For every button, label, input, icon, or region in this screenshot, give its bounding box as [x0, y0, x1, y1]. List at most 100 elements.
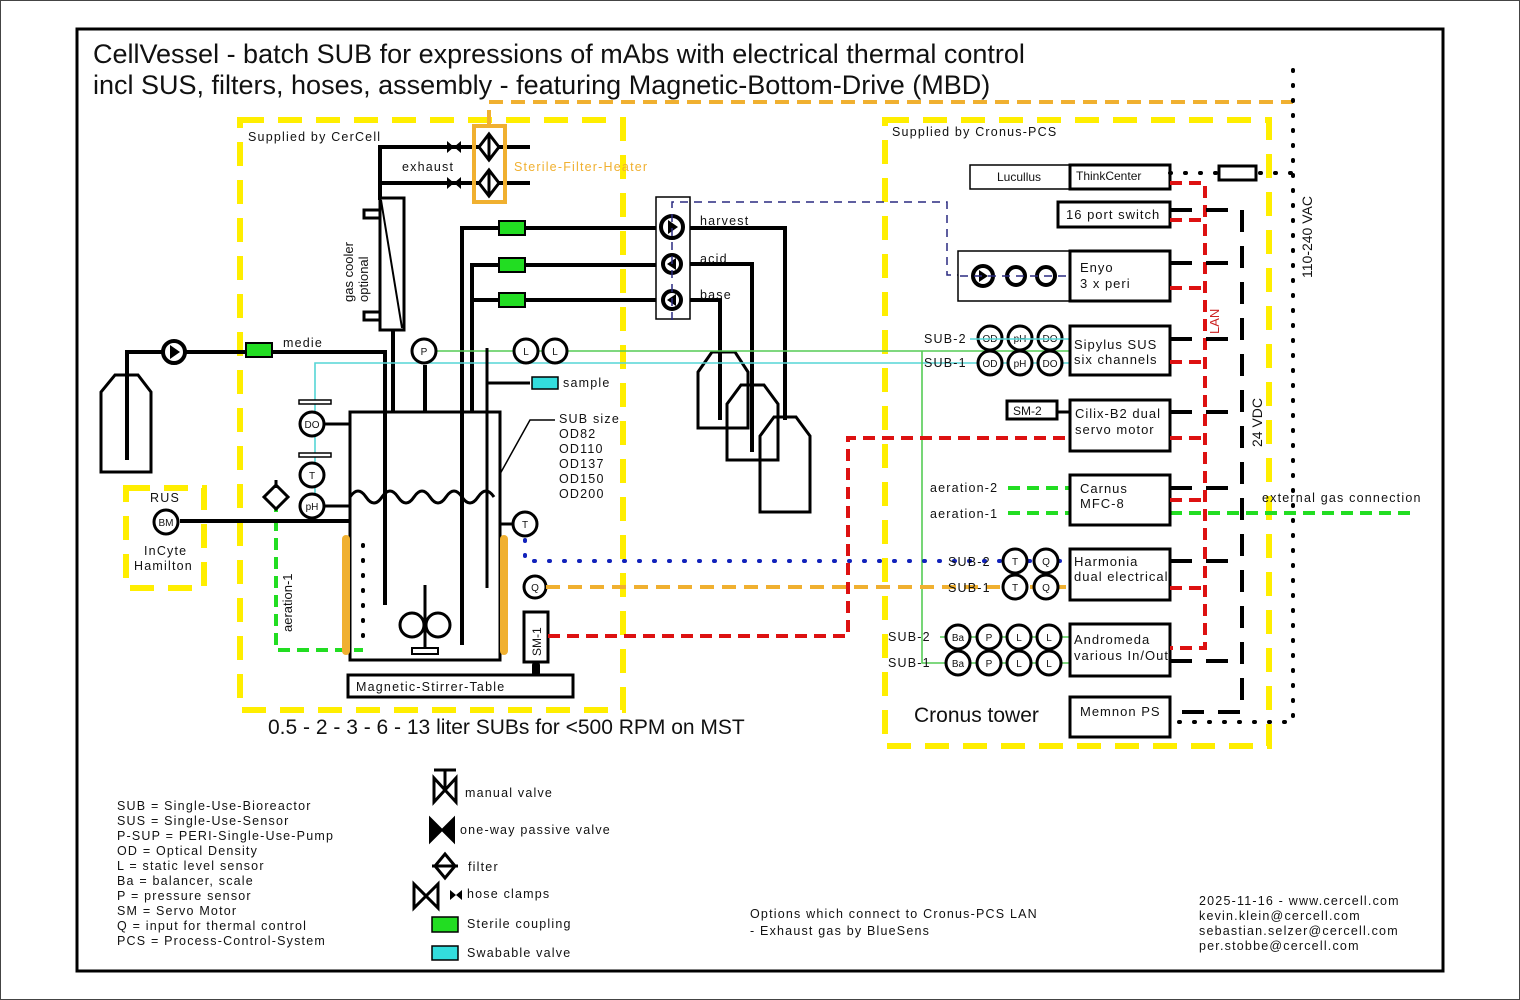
svg-text:L: L [1016, 659, 1022, 670]
sterile-filter-heater-label: Sterile-Filter-Heater [514, 160, 648, 174]
lan-branches [1170, 218, 1205, 590]
harmonia-sub2-label: SUB-2 [948, 555, 991, 569]
module-harmonia: Harmonia dual electrical [1068, 547, 1172, 602]
svg-text:P: P [421, 347, 428, 358]
harmonia-sub1-label: SUB-1 [948, 581, 991, 595]
media-label: medie [283, 336, 323, 350]
aeration1-label: aeration-1 [930, 507, 998, 521]
svg-text:SUS = Single-Use-Sensor: SUS = Single-Use-Sensor [117, 814, 289, 828]
svg-text:ThinkCenter: ThinkCenter [1076, 169, 1141, 183]
title-line2: incl SUS, filters, hoses, assembly - fea… [93, 70, 990, 100]
base-out-line [690, 298, 722, 420]
sensor-level: L L [512, 337, 569, 365]
external-gas-label: external gas connection [1262, 491, 1422, 505]
svg-text:dual electrical: dual electrical [1074, 569, 1169, 584]
acid-line [470, 263, 658, 440]
impeller-blade [424, 611, 452, 639]
sensor-clip [298, 399, 332, 405]
impeller-magnet [411, 647, 439, 655]
sub-size-pointer [499, 419, 555, 475]
sensor-clip [298, 452, 332, 458]
sterile-coupling-media [245, 342, 273, 358]
legend-manual-valve: manual valve [465, 786, 553, 800]
sub-volume-caption: 0.5 - 2 - 3 - 6 - 13 liter SUBs for <500… [268, 716, 745, 739]
sterile-coupling-acid [498, 257, 526, 273]
lucullus-label: Lucullus [997, 170, 1041, 184]
sm1-control-line [548, 436, 1070, 638]
vdc-bus [1170, 208, 1244, 714]
svg-text:P: P [986, 633, 993, 644]
gas-cooler-label: gas cooler [341, 241, 356, 302]
lan-bus [1170, 181, 1207, 650]
sensor-temp: T [298, 461, 326, 489]
rus-line1: InCyte [144, 544, 187, 558]
harvest-label: harvest [700, 214, 749, 228]
oneway-valve-icon [429, 815, 455, 845]
sterile-coupling-legend-swatch [431, 916, 459, 933]
vac-label: 110-240 VAC [1299, 196, 1315, 278]
acid-bottle [725, 383, 780, 462]
svg-text:T: T [1012, 557, 1018, 568]
stirrer-table-label: Magnetic-Stirrer-Table [356, 680, 505, 694]
svg-text:P = pressure sensor: P = pressure sensor [117, 889, 252, 903]
sensor-ph: pH [298, 492, 326, 520]
rus-label: RUS [150, 491, 180, 505]
sensor-temp-external: T [511, 510, 539, 538]
svg-text:various In/Out: various In/Out [1074, 648, 1169, 663]
gas-cooler-port [362, 310, 382, 322]
sensor-q: Q [522, 574, 548, 600]
aeration2-label: aeration-2 [930, 481, 998, 495]
svg-text:SM = Servo Motor: SM = Servo Motor [117, 904, 237, 918]
svg-text:Harmonia: Harmonia [1074, 554, 1138, 569]
svg-text:Cilix-B2 dual: Cilix-B2 dual [1075, 406, 1161, 421]
svg-text:Q: Q [531, 583, 539, 594]
svg-text:Q = input for thermal control: Q = input for thermal control [117, 919, 307, 933]
lucullus-box [969, 164, 1071, 190]
svg-text:Memnon PS: Memnon PS [1080, 704, 1161, 719]
cercell-zone-label: Supplied by CerCell [248, 130, 381, 144]
sample-label: sample [563, 376, 611, 390]
svg-text:T: T [1012, 583, 1018, 594]
svg-text:kevin.klein@cercell.com: kevin.klein@cercell.com [1199, 909, 1361, 923]
svg-text:L: L [552, 347, 558, 358]
harvest-out-line [690, 226, 787, 420]
sub-size-od: OD82 [559, 427, 596, 441]
heating-jacket-right [500, 535, 508, 655]
sterile-coupling-base [498, 292, 526, 308]
rus-line2: Hamilton [134, 559, 193, 573]
sensor-do: DO [298, 410, 326, 438]
svg-text:Andromeda: Andromeda [1074, 632, 1150, 647]
andromeda-sub1-label: SUB-1 [888, 656, 931, 670]
lan-label: LAN [1207, 309, 1222, 334]
media-pump-icon [161, 339, 187, 365]
liquid-surface [348, 489, 496, 505]
filter-icon [261, 480, 291, 512]
cronus-zone-label: Supplied by Cronus-PCS [892, 125, 1057, 139]
svg-text:OD: OD [983, 359, 998, 370]
swabable-valve-sample [531, 376, 559, 390]
legend-sterile-coupling: Sterile coupling [467, 917, 572, 931]
base-label: base [700, 288, 732, 302]
sm1-label: SM-1 [530, 627, 544, 656]
gas-cooler-port [362, 208, 382, 220]
acid-out-line [690, 262, 754, 452]
module-thinkcenter: ThinkCenter [1068, 163, 1172, 191]
module-sipylus: Sipylus SUS six channels [1068, 324, 1172, 377]
title-line1: CellVessel - batch SUB for expressions o… [93, 39, 1025, 69]
svg-text:OD = Optical Density: OD = Optical Density [117, 844, 258, 858]
svg-text:Ba: Ba [952, 633, 965, 644]
diagram-frame [75, 27, 1445, 973]
hose-clamp-icon [447, 141, 461, 189]
svg-text:Ba = balancer, scale: Ba = balancer, scale [117, 874, 254, 888]
svg-text:Q: Q [1042, 557, 1050, 568]
svg-text:Enyo: Enyo [1080, 260, 1114, 275]
vac-bus [1168, 68, 1295, 724]
contact-info: 2025-11-16 - www.cercell.com kevin.klein… [1199, 894, 1399, 953]
svg-text:DO: DO [305, 420, 320, 431]
svg-text:DO: DO [1043, 359, 1058, 370]
heater-power-line [487, 100, 1293, 124]
svg-text:per.stobbe@cercell.com: per.stobbe@cercell.com [1199, 939, 1360, 953]
servo-motor-sm2 [1005, 399, 1059, 421]
svg-text:pH: pH [306, 502, 319, 513]
legend-hose-clamps: hose clamps [467, 887, 550, 901]
